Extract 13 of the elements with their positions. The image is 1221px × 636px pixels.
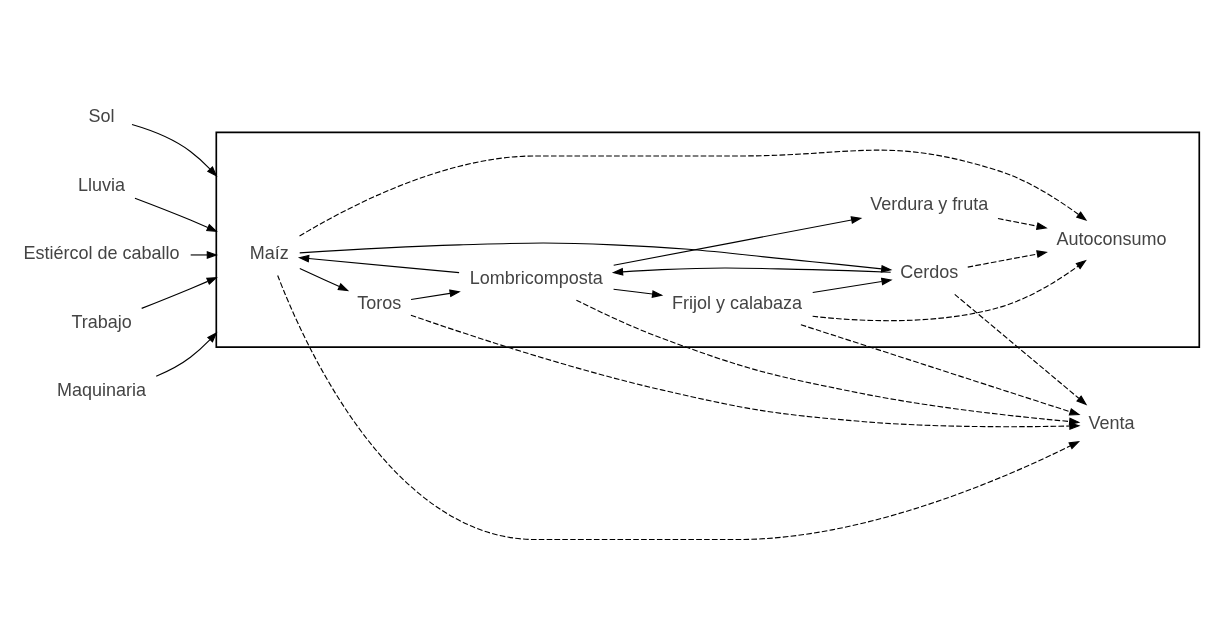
node-text: Maquinaria	[57, 379, 147, 400]
node-text: Cerdos	[900, 261, 959, 282]
node-text: Lombricomposta	[469, 267, 603, 288]
node-text: Sol	[88, 105, 115, 126]
node-text: Toros	[357, 292, 402, 313]
node-text: Lluvia	[78, 174, 126, 195]
node-text: Trabajo	[71, 311, 132, 332]
node-text: Estiércol de caballo	[23, 242, 180, 263]
node-text: Maíz	[249, 242, 289, 263]
node-text: Frijol y calabaza	[672, 292, 802, 313]
node-text: Venta	[1088, 412, 1135, 433]
node-text: Verdura y fruta	[870, 193, 989, 214]
node-text: Autoconsumo	[1056, 228, 1167, 249]
